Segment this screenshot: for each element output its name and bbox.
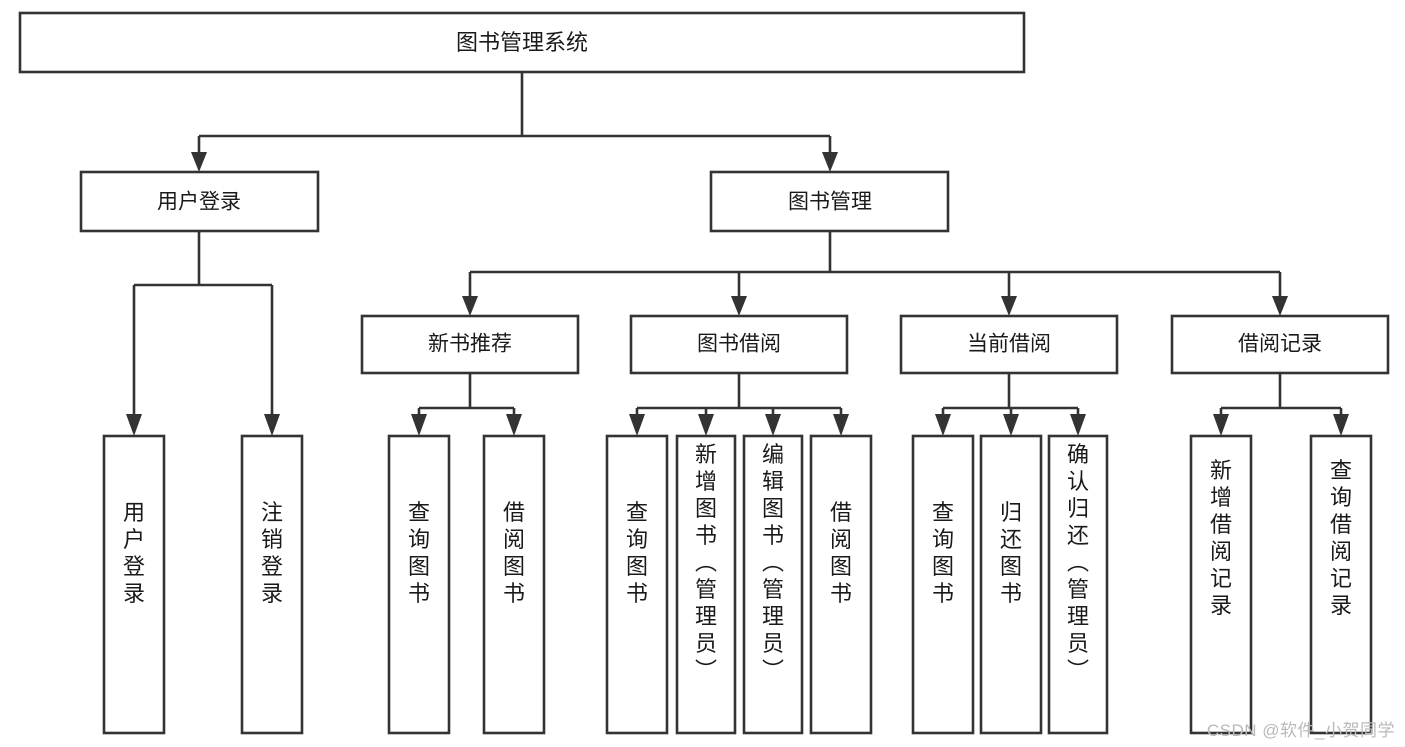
arrow-to-leaf-query-book-3 [935,414,951,436]
arrow-to-book-borrow [731,296,747,316]
node-book-manage-label: 图书管理 [788,191,872,214]
node-leaf-confirm-return[interactable]: 确认归还︵管理员︶ [1047,434,1109,735]
arrow-to-leaf-borrow-book-1 [506,414,522,436]
node-book-borrow-box[interactable] [629,314,849,375]
node-borrow-record[interactable]: 借阅记录 [1170,314,1390,375]
node-root[interactable]: 图书管理系统 [18,11,1026,74]
node-leaf-return-book-label: 归还图书 [1000,500,1022,606]
arrow-to-book-manage [822,152,838,172]
node-current-borrow-box[interactable] [899,314,1119,375]
connector-group-borrow-record [1213,373,1349,436]
node-leaf-logout-login-box[interactable] [240,434,304,735]
node-leaf-query-book-2[interactable]: 查询图书 [605,434,669,735]
node-leaf-borrow-book-1-box[interactable] [482,434,546,735]
node-book-manage-box[interactable] [709,170,950,233]
node-user-login-label: 用户登录 [157,191,241,214]
node-new-book-recommend-box[interactable] [360,314,580,375]
node-root-box[interactable] [18,11,1026,74]
connector-group-new-book-recommend [411,373,522,436]
node-leaf-edit-book[interactable]: 编辑图书︵管理员︶ [742,434,804,735]
node-leaf-add-book-box[interactable] [675,434,737,735]
node-current-borrow-label: 当前借阅 [967,333,1051,356]
arrow-to-borrow-record [1272,296,1288,316]
node-leaf-borrow-book-1-label: 借阅图书 [503,500,525,606]
node-leaf-query-book-1-label: 查询图书 [408,500,430,606]
node-leaf-query-book-3-label: 查询图书 [932,500,954,606]
connector-group-current-borrow [935,373,1086,436]
node-leaf-edit-book-box[interactable] [742,434,804,735]
node-borrow-record-box[interactable] [1170,314,1390,375]
arrow-to-user-login [191,152,207,172]
connector-group-book-manage [462,231,1288,316]
node-leaf-add-book-label: 新增图书︵管理员︶ [695,442,717,683]
node-leaf-query-record-box[interactable] [1309,434,1373,735]
arrow-to-leaf-add-record [1213,414,1229,436]
node-leaf-add-book[interactable]: 新增图书︵管理员︶ [675,434,737,735]
node-leaf-query-book-2-box[interactable] [605,434,669,735]
node-leaf-user-login-label: 用户登录 [123,500,145,606]
arrow-to-leaf-edit-book [765,414,781,436]
arrow-to-leaf-add-book [698,414,714,436]
node-leaf-logout-login[interactable]: 注销登录 [240,434,304,735]
node-user-login[interactable]: 用户登录 [79,170,320,233]
node-leaf-query-book-3-box[interactable] [911,434,975,735]
node-book-borrow-label: 图书借阅 [697,333,781,356]
arrow-to-leaf-logout-login [264,414,280,436]
arrow-to-leaf-user-login [126,414,142,436]
arrow-to-leaf-borrow-book-2 [833,414,849,436]
node-user-login-box[interactable] [79,170,320,233]
arrow-to-current-borrow [1001,296,1017,316]
node-leaf-query-record-label: 查询借阅记录 [1330,458,1352,618]
node-leaf-query-book-1[interactable]: 查询图书 [387,434,451,735]
arrow-to-new-book-recommend [462,296,478,316]
node-leaf-user-login[interactable]: 用户登录 [102,434,166,735]
node-book-manage[interactable]: 图书管理 [709,170,950,233]
csdn-watermark: CSDN @软件_小贺同学 [1206,721,1395,740]
connector-group-book-borrow [629,373,849,436]
node-leaf-confirm-return-label: 确认归还︵管理员︶ [1067,442,1089,683]
node-leaf-query-book-3[interactable]: 查询图书 [911,434,975,735]
arrow-to-leaf-return-book [1003,414,1019,436]
node-new-book-recommend-label: 新书推荐 [428,333,512,356]
node-leaf-query-record[interactable]: 查询借阅记录 [1309,434,1373,735]
node-leaf-borrow-book-2[interactable]: 借阅图书 [809,434,873,735]
node-leaf-edit-book-label: 编辑图书︵管理员︶ [762,442,784,683]
node-leaf-add-record-label: 新增借阅记录 [1210,458,1232,618]
node-leaf-query-book-2-label: 查询图书 [626,500,648,606]
node-leaf-user-login-box[interactable] [102,434,166,735]
connector-group-root [191,72,838,172]
node-leaf-return-book[interactable]: 归还图书 [979,434,1043,735]
node-current-borrow[interactable]: 当前借阅 [899,314,1119,375]
node-leaf-return-book-box[interactable] [979,434,1043,735]
node-borrow-record-label: 借阅记录 [1238,333,1322,356]
node-leaf-query-book-1-box[interactable] [387,434,451,735]
node-book-borrow[interactable]: 图书借阅 [629,314,849,375]
arrow-to-leaf-query-book-1 [411,414,427,436]
node-root-label: 图书管理系统 [456,30,588,55]
connector-group-user-login [126,231,280,436]
node-new-book-recommend[interactable]: 新书推荐 [360,314,580,375]
node-leaf-logout-login-label: 注销登录 [261,500,283,606]
node-leaf-add-record-box[interactable] [1189,434,1253,735]
node-leaf-borrow-book-2-label: 借阅图书 [830,500,852,606]
node-leaf-confirm-return-box[interactable] [1047,434,1109,735]
node-leaf-borrow-book-1[interactable]: 借阅图书 [482,434,546,735]
arrow-to-leaf-query-book-2 [629,414,645,436]
arrow-to-leaf-query-record [1333,414,1349,436]
node-leaf-add-record[interactable]: 新增借阅记录 [1189,434,1253,735]
arrow-to-leaf-confirm-return [1070,414,1086,436]
node-leaf-borrow-book-2-box[interactable] [809,434,873,735]
